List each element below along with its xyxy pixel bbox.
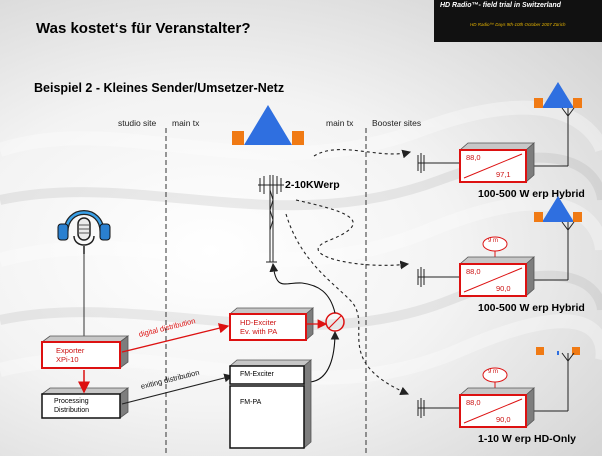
page-subtitle: Beispiel 2 - Kleines Sender/Umsetzer-Net… xyxy=(34,81,285,95)
booster-rx-antenna-icon xyxy=(417,398,460,418)
booster-bottom-value: 97,1 xyxy=(496,170,511,179)
booster-box-shape xyxy=(458,387,536,428)
banner-subtitle: HD Radio™ Days 9th-10th October 2007 Zür… xyxy=(470,22,566,27)
booster-antenna-icon xyxy=(536,347,580,355)
feed-line xyxy=(269,262,336,314)
processing-label-line1: Processing xyxy=(54,398,89,405)
background-swirls xyxy=(0,100,602,385)
booster-bottom-value: 90,0 xyxy=(496,284,511,293)
banner-title: HD Radio™- field trial in Switzerland xyxy=(440,2,561,9)
booster-mast-icon xyxy=(530,107,575,167)
booster-bottom-value: 90,0 xyxy=(496,415,511,424)
fm-stack-shape xyxy=(228,359,313,449)
main-tower-label: 2-10KWerp xyxy=(285,179,340,191)
page-title: Was kostet‘s für Veranstalter? xyxy=(36,20,251,37)
booster-caption: 1-10 W erp HD-Only xyxy=(478,433,577,445)
booster-mast-icon xyxy=(530,352,575,412)
column-label-studio-site: studio site xyxy=(118,118,157,128)
event-banner: HD Radio™- field trial in Switzerland HD… xyxy=(434,0,602,42)
booster-mast-icon xyxy=(530,221,575,281)
booster-caption: 100-500 W erp Hybrid xyxy=(478,302,585,314)
booster-antenna-icon xyxy=(534,196,582,222)
processing-box-shape xyxy=(40,387,130,419)
digital-distribution-arrow xyxy=(121,323,230,353)
main-antenna-icon xyxy=(232,105,304,145)
processing-label-line2: Distribution xyxy=(54,407,90,414)
existing-distribution-arrow xyxy=(121,373,234,405)
booster-box-shape xyxy=(458,256,536,297)
column-label-booster-sites: Booster sites xyxy=(372,118,422,128)
fm-exciter-label: FM-Exciter xyxy=(240,371,274,378)
booster-badge-icon xyxy=(482,367,508,393)
exporter-box-shape xyxy=(40,335,130,369)
booster-rx-antenna-icon xyxy=(417,153,460,173)
exporter-label-line1: Exporter xyxy=(56,346,85,355)
main-tower-icon xyxy=(258,175,284,263)
booster-antenna-icon xyxy=(534,82,582,108)
hd-exciter-label-line1: HD-Exciter xyxy=(240,318,277,327)
booster-badge-label: 9 m xyxy=(488,238,499,244)
column-label-main-tx-right: main tx xyxy=(326,118,354,128)
hd-exciter-box-shape xyxy=(228,307,315,341)
booster-rx-antenna-icon xyxy=(417,267,460,287)
booster-top-value: 88,0 xyxy=(466,153,481,162)
booster-link-arrows xyxy=(285,149,412,395)
headphones-icon xyxy=(57,210,111,254)
booster-top-value: 88,0 xyxy=(466,398,481,407)
column-label-main-tx-left: main tx xyxy=(172,118,200,128)
exporter-label-line2: XPi-10 xyxy=(56,355,79,364)
booster-badge-icon xyxy=(482,236,508,262)
fm-pa-label: FM-PA xyxy=(240,399,262,406)
booster-box-shape xyxy=(458,142,536,183)
booster-badge-label: 9 m xyxy=(488,369,499,375)
booster-top-value: 88,0 xyxy=(466,267,481,276)
hd-exciter-label-line2: Ev. with PA xyxy=(240,327,278,336)
